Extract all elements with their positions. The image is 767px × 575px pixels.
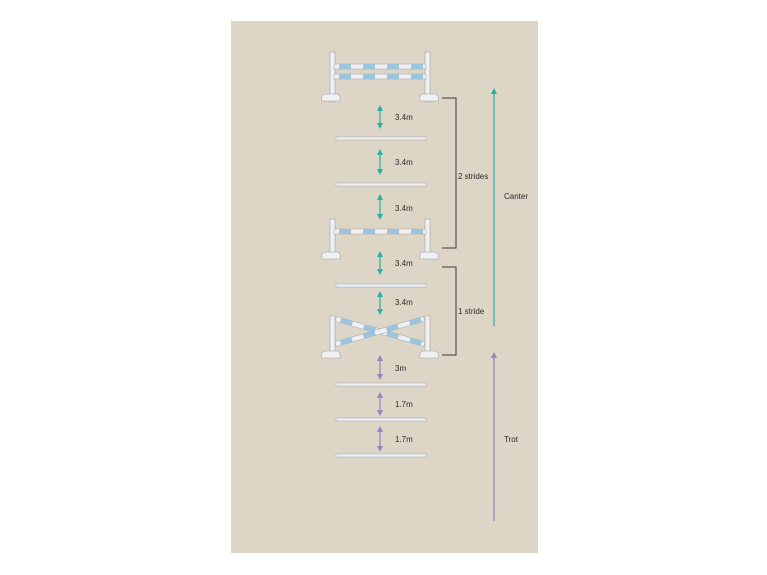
ground-pole — [335, 453, 427, 458]
distance-label: 3m — [395, 364, 406, 373]
bracket-label: 2 strides — [458, 172, 488, 181]
distance-label: 1.7m — [395, 435, 413, 444]
gait-label: Trot — [504, 435, 519, 444]
distance-label: 3.4m — [395, 204, 413, 213]
ground-pole — [335, 182, 427, 187]
gait-label: Canter — [504, 192, 528, 201]
oxer-jump — [321, 51, 439, 103]
stride-bracket — [442, 266, 457, 356]
cross-rail-jump — [321, 315, 439, 359]
distance-label: 3.4m — [395, 259, 413, 268]
vertical-jump — [321, 218, 439, 260]
ground-pole — [335, 283, 427, 288]
distance-label: 1.7m — [395, 400, 413, 409]
ground-pole — [335, 136, 427, 141]
distance-label: 3.4m — [395, 113, 413, 122]
bracket-label: 1 stride — [458, 307, 485, 316]
ground-pole — [335, 417, 427, 422]
ground-pole — [335, 382, 427, 387]
distance-label: 3.4m — [395, 298, 413, 307]
distance-label: 3.4m — [395, 158, 413, 167]
stride-bracket — [442, 97, 457, 249]
